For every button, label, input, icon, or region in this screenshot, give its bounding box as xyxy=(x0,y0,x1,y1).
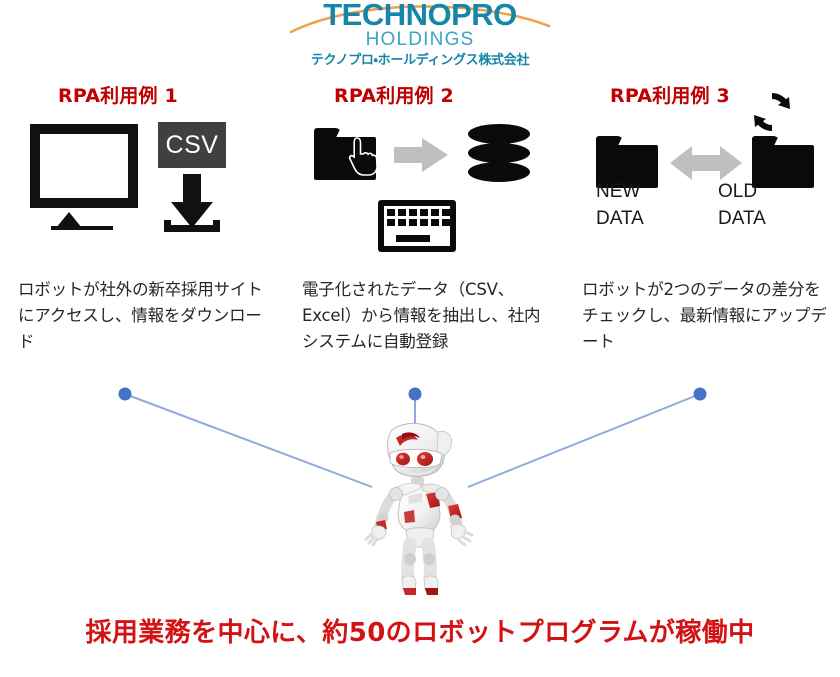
pointing-hand-icon xyxy=(348,137,378,176)
database-disc-top xyxy=(468,124,530,144)
keyboard-face xyxy=(384,206,450,246)
monitor-base-icon xyxy=(51,226,113,230)
folder-new-icon xyxy=(596,136,658,188)
monitor-stand-icon xyxy=(56,212,82,228)
robot-illustration xyxy=(364,423,474,595)
use-case-2-heading: RPA利用例 2 xyxy=(334,85,454,107)
use-case-3-description: ロボットが2つのデータの差分をチェックし、最新情報にアップデート xyxy=(582,280,827,351)
logo-wordmark-text: TECHNOPRO xyxy=(323,0,517,32)
use-case-column-3: RPA利用例 3 xyxy=(560,84,840,355)
new-data-label: NEW DATA xyxy=(596,178,644,232)
brand-logo: TECHNOPRO HOLDINGS テクノプロ・ホールディングス株式会社 xyxy=(0,0,840,72)
logo-company-name-jp: テクノプロ・ホールディングス株式会社 xyxy=(310,53,530,68)
download-arrow-shaft-icon xyxy=(183,174,201,204)
download-arrow-head-icon xyxy=(171,202,213,228)
new-data-line-2: DATA xyxy=(596,208,644,229)
monitor-icon xyxy=(30,124,138,208)
new-data-line-1: NEW xyxy=(596,181,641,202)
download-tray-icon xyxy=(164,220,220,232)
arrow-right-tip xyxy=(720,146,742,180)
keyboard-icon xyxy=(378,200,456,252)
arrow-left-tip xyxy=(670,146,692,180)
footer-headline: 採用業務を中心に、約50のロボットプログラムが稼働中 xyxy=(85,618,755,648)
folder-body xyxy=(752,145,814,188)
use-case-column-1: RPA利用例 1 CSV ロボットが社外の新卒採用サイトにアクセスし、情報をダウ… xyxy=(0,84,280,355)
connector-dot-3 xyxy=(693,387,707,401)
use-case-1-heading: RPA利用例 1 xyxy=(58,85,178,107)
arrow-bar xyxy=(394,147,424,163)
use-case-1-description: ロボットが社外の新卒採用サイトにアクセスし、情報をダウンロード xyxy=(18,280,263,351)
arrow-tip xyxy=(422,138,448,172)
connector-dot-1 xyxy=(118,387,132,401)
logo-holdings-text: HOLDINGS xyxy=(365,29,475,50)
folder-body xyxy=(596,145,658,188)
sync-refresh-icon xyxy=(754,93,790,131)
old-data-line-1: OLD xyxy=(718,181,758,202)
use-case-columns: RPA利用例 1 CSV ロボットが社外の新卒採用サイトにアクセスし、情報をダウ… xyxy=(0,84,840,355)
use-case-2-description: 電子化されたデータ（CSV、Excel）から情報を抽出し、社内システムに自動登録 xyxy=(302,280,541,351)
arrow-bar xyxy=(690,155,722,171)
csv-badge: CSV xyxy=(158,122,226,168)
keyboard-spacebar xyxy=(396,235,430,242)
keyboard-row-1 xyxy=(387,209,450,216)
database-icon xyxy=(468,124,530,184)
use-case-2-icons xyxy=(302,112,560,277)
use-case-3-icons: NEW DATA OLD DATA xyxy=(582,93,840,277)
use-case-1-icons: CSV xyxy=(18,112,280,277)
old-data-line-2: DATA xyxy=(718,208,766,229)
connector-dot-2 xyxy=(408,387,422,401)
database-disc-bottom xyxy=(468,162,530,182)
folder-old-icon xyxy=(752,136,814,188)
database-disc-mid xyxy=(468,143,530,163)
logo-wordmark-wrap: TECHNOPRO xyxy=(289,0,551,34)
use-case-column-2: RPA利用例 2 xyxy=(280,84,560,355)
arrow-right-icon xyxy=(394,138,450,172)
old-data-label: OLD DATA xyxy=(718,178,766,232)
keyboard-row-2 xyxy=(387,219,450,226)
use-case-3-heading: RPA利用例 3 xyxy=(610,85,730,107)
arrow-bidirectional-icon xyxy=(670,146,742,180)
